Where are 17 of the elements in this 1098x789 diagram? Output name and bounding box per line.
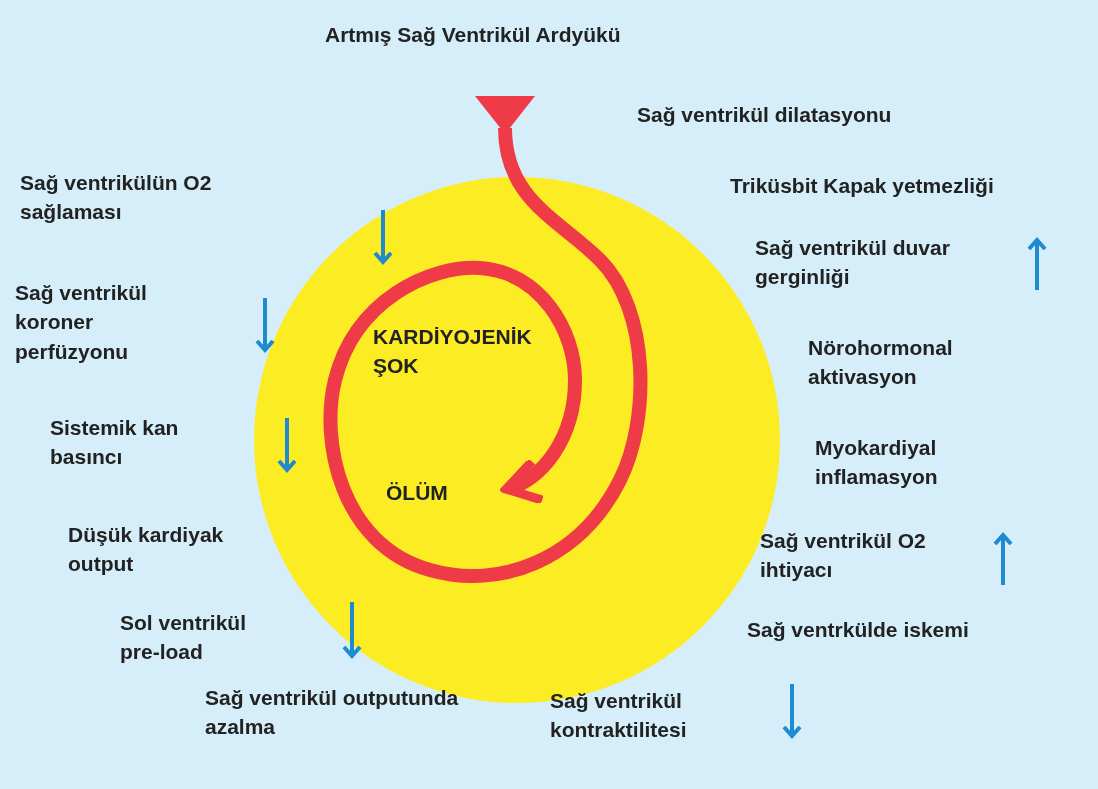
factor-label: Sağ ventrikül dilatasyonu: [637, 102, 893, 128]
factor-label: Sağ ventrikülün O2 sağlaması: [20, 170, 213, 226]
factor-label: Sağ ventrkülde iskemi: [747, 617, 970, 643]
center-text: KARDİYOJENİK ŞOK: [373, 322, 573, 381]
factor-label: Sağ ventrikül outputunda azalma: [205, 685, 460, 741]
factor-label: Myokardiyal inflamasyon: [815, 435, 939, 491]
factor-label: Sol ventrikül pre-load: [120, 610, 248, 666]
end-text: ÖLÜM: [386, 478, 486, 508]
factor-label: Sağ ventrikül koroner perfüzyonu: [15, 280, 148, 365]
factor-label: Sağ ventrikül duvar gerginliği: [755, 235, 951, 291]
factor-label: Sistemik kan basıncı: [50, 415, 180, 471]
factor-label: Triküsbit Kapak yetmezliği: [730, 173, 995, 199]
title-text: Artmış Sağ Ventrikül Ardyükü: [325, 20, 745, 50]
factor-label: Düşük kardiyak output: [68, 522, 225, 578]
spiral-arrow: [323, 94, 648, 583]
factor-label: Nörohormonal aktivasyon: [808, 335, 954, 391]
factor-label: Sağ ventrikül O2 ihtiyacı: [760, 528, 927, 584]
